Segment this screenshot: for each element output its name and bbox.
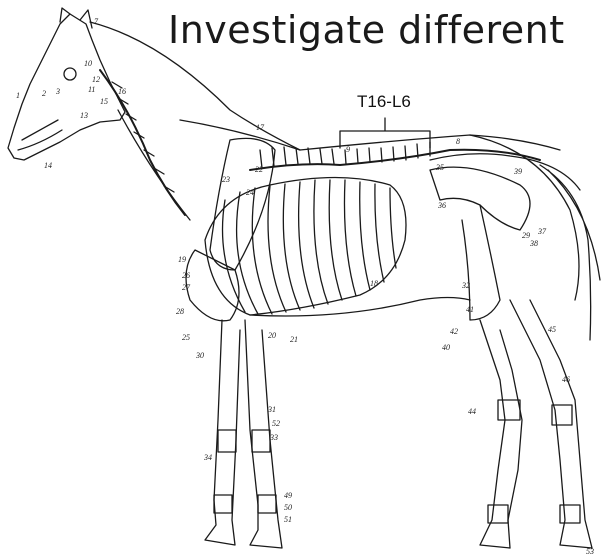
label-30: 30 bbox=[195, 351, 204, 360]
label-51: 51 bbox=[284, 515, 292, 524]
label-49: 49 bbox=[284, 491, 292, 500]
label-10: 10 bbox=[84, 59, 92, 68]
label-11: 11 bbox=[88, 85, 95, 94]
label-8: 8 bbox=[456, 137, 460, 146]
label-46: 46 bbox=[562, 375, 570, 384]
label-53: 53 bbox=[586, 547, 594, 556]
scapula bbox=[210, 138, 275, 270]
label-33: 33 bbox=[269, 433, 278, 442]
label-41: 41 bbox=[466, 305, 474, 314]
label-2: 2 bbox=[42, 89, 46, 98]
front-leg-upper bbox=[186, 250, 239, 321]
label-9: 9 bbox=[346, 145, 350, 154]
label-14: 14 bbox=[44, 161, 52, 170]
label-25: 25 bbox=[182, 333, 190, 342]
label-19: 19 bbox=[178, 255, 186, 264]
spine bbox=[250, 150, 540, 170]
label-34: 34 bbox=[203, 453, 212, 462]
label-35: 35 bbox=[435, 163, 444, 172]
front-leg-left bbox=[205, 320, 240, 545]
pelvis bbox=[430, 167, 530, 230]
label-27: 27 bbox=[182, 283, 191, 292]
region-bracket bbox=[340, 118, 430, 148]
label-28: 28 bbox=[176, 307, 184, 316]
label-40: 40 bbox=[442, 343, 450, 352]
label-17: 17 bbox=[256, 123, 265, 132]
label-37: 37 bbox=[537, 227, 547, 236]
label-23: 23 bbox=[222, 175, 230, 184]
label-45: 45 bbox=[548, 325, 556, 334]
label-22: 22 bbox=[255, 165, 263, 174]
label-50: 50 bbox=[284, 503, 292, 512]
label-26: 26 bbox=[182, 271, 190, 280]
label-38: 38 bbox=[529, 239, 538, 248]
label-18: 18 bbox=[370, 279, 378, 288]
label-3: 3 bbox=[55, 87, 60, 96]
label-32: 32 bbox=[461, 281, 470, 290]
label-52: 52 bbox=[272, 419, 280, 428]
label-15: 15 bbox=[100, 97, 108, 106]
label-21: 21 bbox=[290, 335, 298, 344]
label-20: 20 bbox=[268, 331, 276, 340]
rib-cage bbox=[205, 178, 406, 316]
label-44: 44 bbox=[468, 407, 476, 416]
hind-leg-left bbox=[480, 320, 522, 548]
label-39: 39 bbox=[513, 167, 522, 176]
label-24: 24 bbox=[246, 188, 254, 197]
label-29: 29 bbox=[522, 231, 530, 240]
label-31: 31 bbox=[267, 405, 276, 414]
cervical-vertebrae bbox=[100, 70, 185, 215]
femur bbox=[462, 205, 500, 320]
tail bbox=[540, 165, 600, 340]
label-1: 1 bbox=[16, 91, 20, 100]
label-13: 13 bbox=[80, 111, 88, 120]
label-36: 36 bbox=[437, 201, 446, 210]
label-12: 12 bbox=[92, 75, 100, 84]
label-16: 16 bbox=[118, 87, 126, 96]
label-42: 42 bbox=[450, 327, 458, 336]
